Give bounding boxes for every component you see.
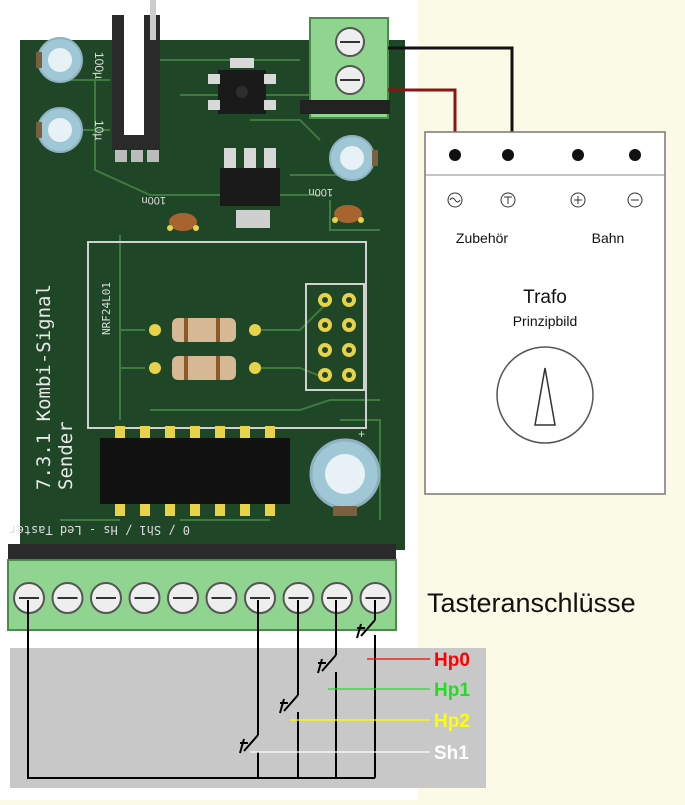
module-label: NRF24L01	[100, 282, 113, 335]
cap3-label: 100n	[142, 194, 166, 206]
cap2-label: 10µ	[92, 120, 106, 140]
switches	[239, 619, 376, 754]
capacitor-large: +	[309, 427, 381, 516]
label-hp2: Hp2	[434, 711, 470, 732]
label-hp0: Hp0	[434, 650, 470, 671]
svg-text:+: +	[358, 427, 365, 441]
board-title-line1: 7.3.1 Kombi-Signal	[33, 284, 55, 490]
plus-symbol-icon	[570, 192, 586, 208]
ic-pin	[165, 504, 175, 516]
ic-pin	[140, 504, 150, 516]
push-button-hp2	[279, 694, 299, 714]
trafo-terminal-1	[449, 149, 461, 161]
terminal-screw	[90, 582, 122, 614]
rectifier-chip	[208, 58, 276, 114]
module-outline	[87, 241, 367, 429]
voltage-regulator	[112, 0, 160, 162]
capacitor-10u	[36, 107, 83, 153]
pcb-board: 100µ 10µ	[7, 0, 405, 631]
terminal-screw	[282, 582, 315, 614]
capacitor-top-right	[329, 135, 378, 181]
wire-black	[388, 46, 514, 155]
terminal-screw	[321, 582, 353, 614]
minus-symbol-icon	[627, 192, 643, 208]
transistor	[220, 148, 280, 228]
ic-pin	[190, 426, 200, 438]
resistor-1	[149, 318, 261, 342]
ic-pin	[115, 426, 125, 438]
cap4-label: 100n	[309, 186, 333, 198]
power-terminal	[300, 17, 390, 119]
board-title-line2: Sender	[55, 421, 77, 490]
trafo-dial-icon	[496, 346, 594, 444]
ic-pin	[240, 426, 250, 438]
dip-ic	[100, 426, 290, 516]
terminal-screw	[167, 582, 199, 614]
terminal-screw	[244, 582, 276, 614]
trafo-terminal-3	[572, 149, 584, 161]
ic-pin	[190, 504, 200, 516]
trafo-subtitle: Prinzipbild	[513, 313, 578, 329]
terminal-labels: 0 / Sh1 / Hs - Led Taster	[9, 523, 190, 537]
terminal-screw	[359, 582, 392, 614]
ic-pin	[165, 426, 175, 438]
trafo-group-accessory: Zubehör	[456, 230, 508, 246]
ic-pin	[115, 504, 125, 516]
label-sh1: Sh1	[434, 743, 469, 764]
ic-pin	[215, 504, 225, 516]
taster-heading: Tasteranschlüsse	[427, 588, 636, 618]
trafo-box: Zubehör Bahn Trafo Prinzipbild	[424, 131, 666, 495]
terminal-screws	[13, 582, 392, 614]
ic-pin	[265, 426, 275, 438]
cap1-label: 100µ	[92, 52, 106, 79]
terminal-screw	[128, 582, 161, 614]
push-button-hp1	[317, 654, 337, 674]
terminal-strip-top	[8, 544, 396, 562]
ic-pin	[215, 426, 225, 438]
switch-panel	[10, 648, 486, 788]
terminal-screw	[205, 582, 238, 614]
dc-symbol-icon	[500, 192, 516, 208]
trafo-terminal-2	[502, 149, 514, 161]
capacitor-100u	[36, 37, 83, 83]
ic-pin	[265, 504, 275, 516]
ic-pin	[240, 504, 250, 516]
trafo-title: Trafo	[523, 287, 567, 308]
trafo-group-track: Bahn	[592, 230, 625, 246]
resistor-2	[149, 356, 261, 380]
terminal-screw	[51, 582, 84, 614]
trafo-terminal-4	[629, 149, 641, 161]
label-hp1: Hp1	[434, 680, 470, 701]
push-button-hp0	[356, 619, 376, 639]
ac-symbol-icon	[447, 192, 463, 208]
ceramic-cap-right	[332, 205, 364, 223]
push-button-sh1	[239, 734, 259, 754]
pin-header	[305, 283, 365, 391]
ceramic-cap-left	[167, 213, 199, 231]
ic-pin	[140, 426, 150, 438]
